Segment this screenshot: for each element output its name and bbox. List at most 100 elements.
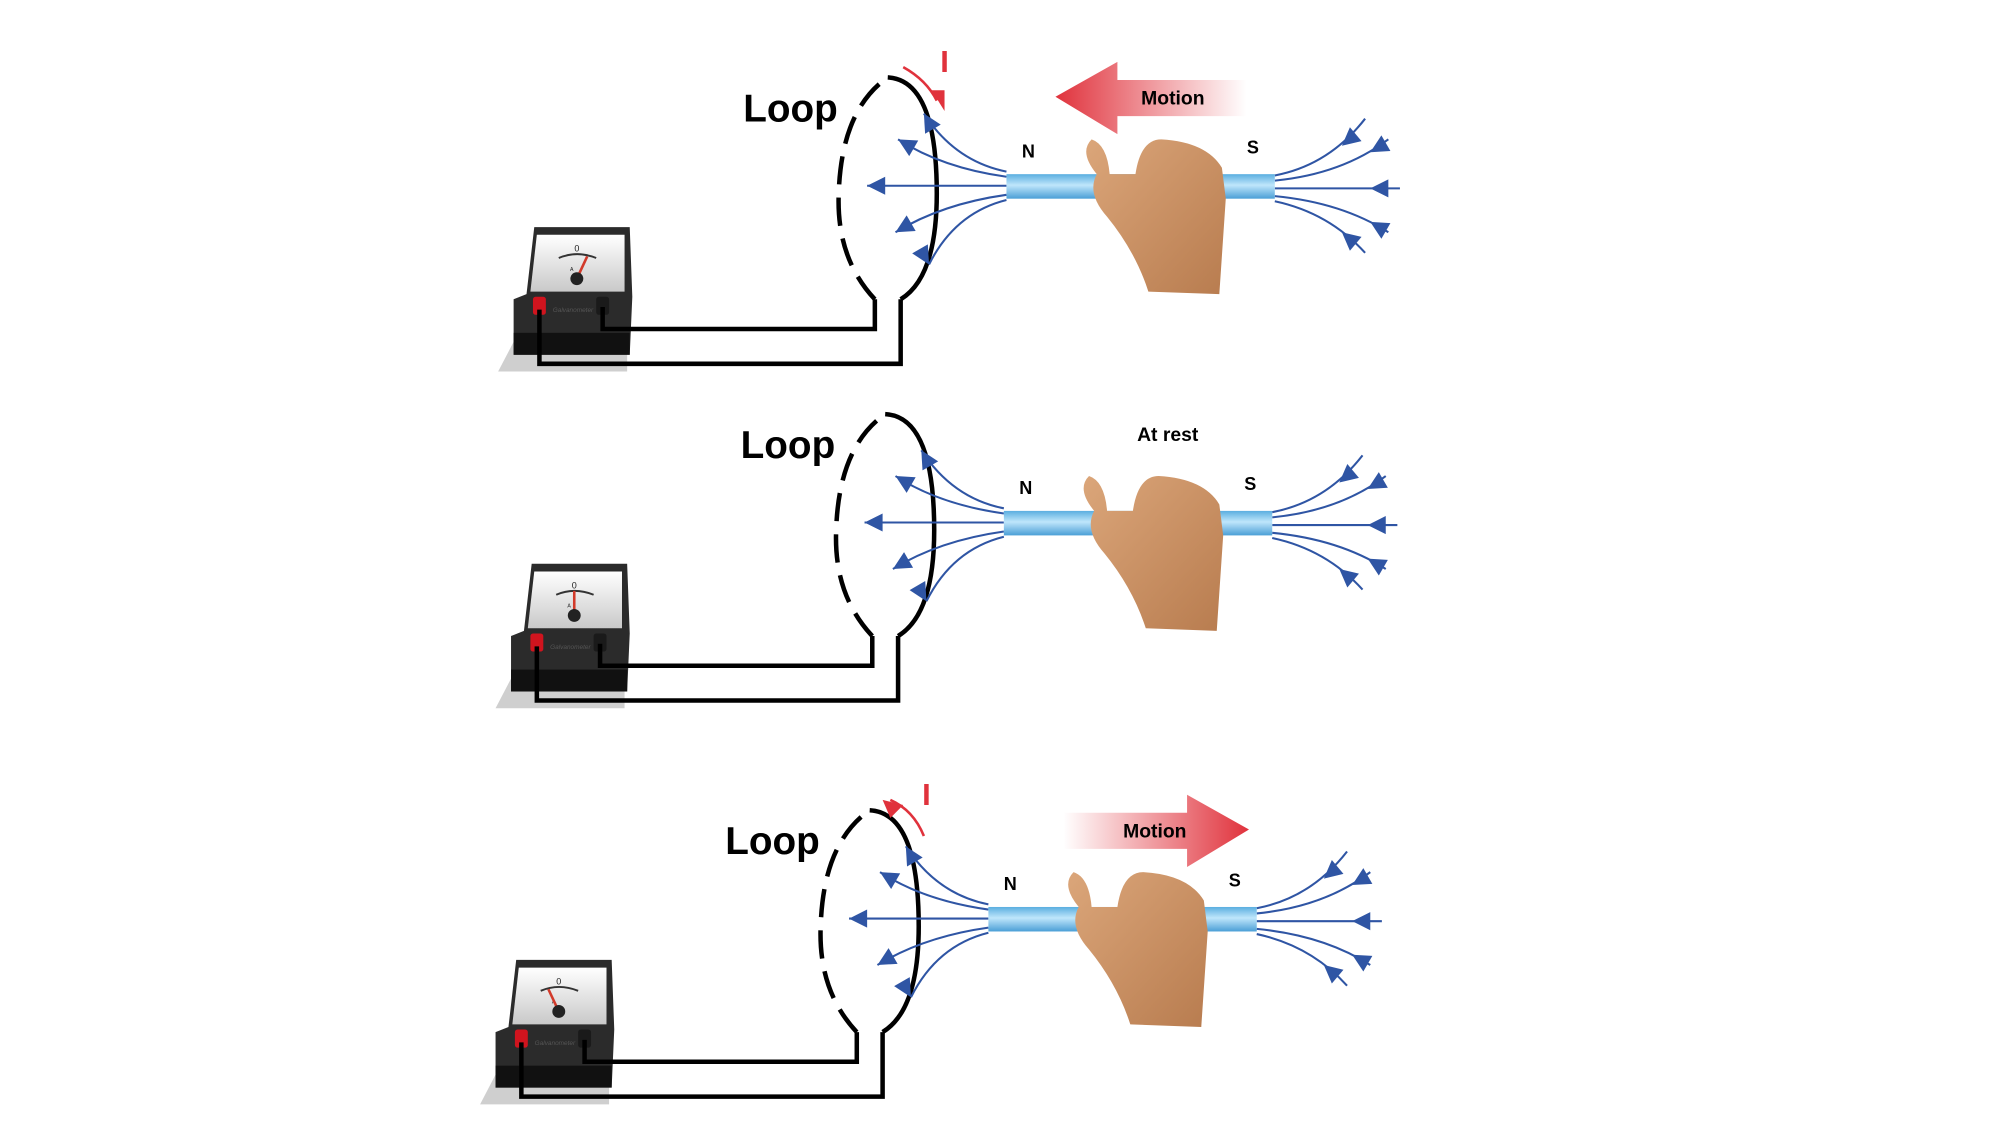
state-label: At rest — [1137, 424, 1199, 446]
field-line-south — [1272, 475, 1387, 519]
field-arrowhead — [892, 552, 914, 569]
galvanometer-base — [513, 332, 630, 355]
field-arrowhead — [895, 215, 916, 233]
field-arrowhead — [905, 846, 923, 867]
field-line-north — [925, 535, 1005, 602]
red-terminal — [532, 296, 546, 315]
galvanometer-face — [530, 234, 625, 292]
field-line-south — [1256, 850, 1348, 910]
field-arrowhead — [895, 476, 916, 493]
south-pole-label: S — [1244, 474, 1256, 494]
galvanometer: 0 A Galvanometer — [495, 563, 630, 709]
north-pole-label: N — [1004, 874, 1017, 894]
field-arrowhead — [1339, 463, 1359, 483]
field-line-north — [928, 198, 1007, 265]
galvanometer-zero: 0 — [556, 976, 561, 986]
north-pole-label: N — [1022, 141, 1035, 161]
field-arrowhead — [849, 909, 868, 928]
motion-label: Motion — [1141, 88, 1204, 110]
red-terminal — [530, 633, 544, 652]
black-terminal — [596, 296, 610, 315]
field-arrowhead — [867, 176, 886, 195]
field-arrowhead — [877, 948, 898, 966]
field-arrowhead — [1370, 221, 1391, 239]
loop-front — [887, 75, 940, 302]
galvanometer-scale — [540, 985, 579, 992]
galvanometer-label: Galvanometer — [550, 644, 591, 651]
red-terminal — [514, 1029, 528, 1048]
field-arrowhead — [1352, 954, 1373, 972]
motion-arrow-right — [1063, 794, 1249, 867]
field-line-south — [1274, 200, 1366, 254]
galvanometer-pivot — [570, 272, 584, 286]
field-arrowhead — [898, 139, 919, 157]
galvanometer-unit: A — [567, 604, 571, 610]
field-arrowhead — [1367, 516, 1386, 535]
field-arrowhead — [912, 244, 930, 265]
field-arrowhead — [921, 450, 939, 471]
galvanometer-pivot — [567, 608, 581, 622]
galvanometer-zero: 0 — [574, 244, 579, 254]
galvanometer: 0 A Galvanometer — [480, 959, 615, 1105]
galvanometer-label: Galvanometer — [553, 307, 594, 314]
galvanometer-zero: 0 — [572, 580, 577, 590]
north-pole-label: N — [1019, 478, 1032, 498]
hand — [1086, 139, 1226, 295]
current-arrowhead — [931, 90, 945, 111]
field-line-south — [1256, 933, 1348, 987]
field-line-south — [1256, 871, 1371, 915]
wire-black — [582, 1032, 860, 1065]
field-arrowhead — [1367, 472, 1388, 489]
wire-black — [597, 636, 875, 668]
field-line-south — [1256, 927, 1371, 966]
current-arrow — [889, 798, 926, 837]
field-line-south — [1274, 118, 1366, 177]
wire-red — [519, 1032, 885, 1099]
south-pole-label: S — [1229, 870, 1241, 890]
loop-label: Loop — [741, 424, 836, 467]
field-arrowhead — [1352, 912, 1371, 931]
field-line-north — [910, 931, 989, 998]
field-line-south — [1272, 454, 1364, 514]
wire-red — [537, 299, 903, 367]
south-pole-label: S — [1247, 138, 1259, 158]
wire-red — [534, 636, 901, 703]
current-label: I — [940, 44, 949, 79]
field-arrowhead — [1339, 568, 1359, 588]
loop-back-dashed — [818, 808, 871, 1034]
field-arrowhead — [1367, 558, 1388, 576]
field-arrowhead — [1323, 860, 1344, 879]
current-arrowhead — [882, 799, 904, 818]
field-arrowhead — [909, 581, 927, 602]
field-arrowhead — [1341, 232, 1362, 251]
galvanometer: 0 A Galvanometer — [498, 227, 633, 372]
loop-front — [884, 411, 937, 638]
hand — [1083, 476, 1224, 631]
field-arrowhead — [1323, 965, 1344, 984]
galvanometer-pivot — [552, 1005, 566, 1018]
field-arrowhead — [1352, 868, 1373, 886]
galvanometer-base — [495, 1065, 612, 1088]
galvanometer-face — [512, 967, 607, 1025]
field-arrowhead — [864, 513, 883, 532]
motion-arrow-left — [1055, 61, 1247, 135]
black-terminal — [593, 633, 607, 652]
motion-label: Motion — [1123, 820, 1186, 842]
current-label: I — [922, 777, 931, 812]
galvanometer-base — [511, 669, 628, 692]
loop-front — [869, 807, 921, 1035]
galvanometer-label: Galvanometer — [535, 1040, 576, 1047]
field-arrowhead — [1341, 127, 1362, 146]
field-arrowhead — [1370, 135, 1391, 153]
field-arrowhead — [1370, 179, 1389, 198]
galvanometer-unit: A — [570, 267, 574, 273]
hand — [1068, 872, 1208, 1027]
loop-label: Loop — [725, 820, 820, 863]
black-terminal — [578, 1029, 592, 1048]
current-arrow — [902, 65, 938, 102]
loop-back-dashed — [833, 412, 887, 638]
